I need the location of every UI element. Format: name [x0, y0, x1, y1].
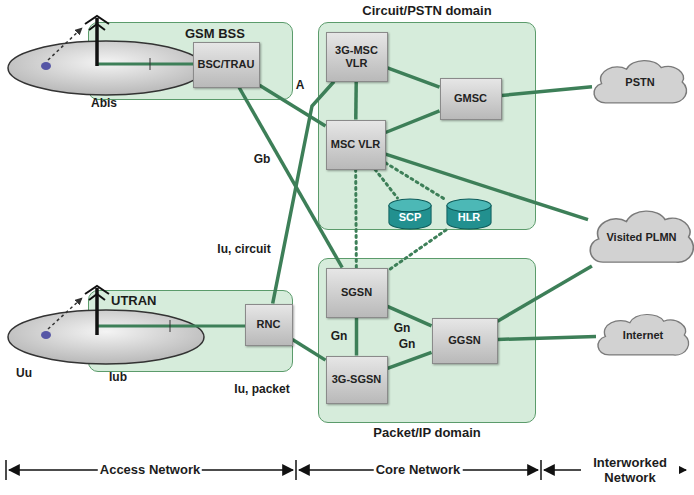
switch-box: MSC VLR — [326, 120, 386, 170]
network-cloud: Visited PLMN — [588, 208, 694, 266]
interface-link — [293, 340, 326, 361]
domain-panel: Circuit/PSTN domain3G-MSC VLRMSC VLRGMSC — [318, 22, 536, 230]
interface-link — [355, 318, 359, 356]
interface-link — [273, 82, 334, 304]
node-label: SGSN — [341, 286, 372, 299]
controller-box: BSC/TRAU — [193, 42, 260, 88]
signalling-link — [386, 163, 447, 200]
interface-link — [386, 154, 589, 219]
switch-box: 3G-MSC VLR — [326, 32, 388, 82]
panel-heading: Packet/IP domain — [373, 426, 480, 441]
node-label: HLR — [458, 205, 481, 224]
network-cloud: PSTN — [592, 58, 688, 106]
signalling-link — [375, 170, 397, 199]
support-node-box: 3G-SGSN — [326, 356, 388, 404]
database-cylinder: HLR — [446, 198, 492, 230]
utran-cell — [8, 286, 245, 364]
interface-label: Gn — [329, 330, 350, 344]
node-label: RNC — [257, 318, 281, 331]
node-label: 3G-SGSN — [332, 373, 382, 386]
node-label: Internet — [611, 329, 675, 342]
interface-link — [354, 82, 358, 120]
panel-heading: UTRAN — [111, 294, 157, 309]
interface-label: Iub — [107, 371, 129, 385]
interface-link — [386, 111, 440, 133]
interface-label: Uu — [14, 367, 34, 381]
node-label: 3G-MSC VLR — [330, 44, 384, 69]
interface-link — [502, 87, 593, 96]
interface-link — [498, 266, 592, 321]
interface-label: Iu, circuit — [215, 243, 272, 257]
panel-heading: GSM BSS — [185, 27, 245, 42]
span-label: Core Network — [374, 463, 463, 478]
interface-link — [388, 352, 432, 368]
interface-link — [388, 68, 440, 87]
node-label: SCP — [399, 205, 422, 224]
controller-box: RNC — [245, 304, 293, 346]
node-label: GMSC — [454, 92, 487, 105]
interface-link — [498, 336, 597, 339]
node-label: GGSN — [448, 334, 480, 347]
interface-label: Iu, packet — [232, 383, 291, 397]
node-label: Visited PLMN — [594, 231, 688, 244]
interface-label: Abis — [89, 97, 119, 111]
gsm-cell — [8, 16, 204, 95]
interface-label: Gn — [397, 338, 418, 352]
interface-link — [260, 85, 326, 126]
interface-label: A — [294, 79, 307, 93]
node-label: PSTN — [613, 76, 666, 89]
interface-link — [239, 88, 342, 268]
gateway-box: GMSC — [440, 78, 502, 120]
network-cloud: Internet — [596, 312, 690, 358]
span-label: Interworked Network — [581, 456, 679, 486]
span-label: Access Network — [98, 463, 202, 478]
panel-heading: Circuit/PSTN domain — [362, 4, 491, 19]
node-label: BSC/TRAU — [198, 58, 255, 71]
interface-label: Gn — [392, 322, 413, 336]
interface-label: Gb — [252, 153, 273, 167]
signalling-link — [388, 230, 447, 271]
node-label: MSC VLR — [331, 138, 381, 151]
support-node-box: SGSN — [326, 268, 388, 318]
database-cylinder: SCP — [388, 198, 432, 230]
signalling-link — [354, 170, 358, 268]
gateway-box: GGSN — [432, 318, 498, 364]
